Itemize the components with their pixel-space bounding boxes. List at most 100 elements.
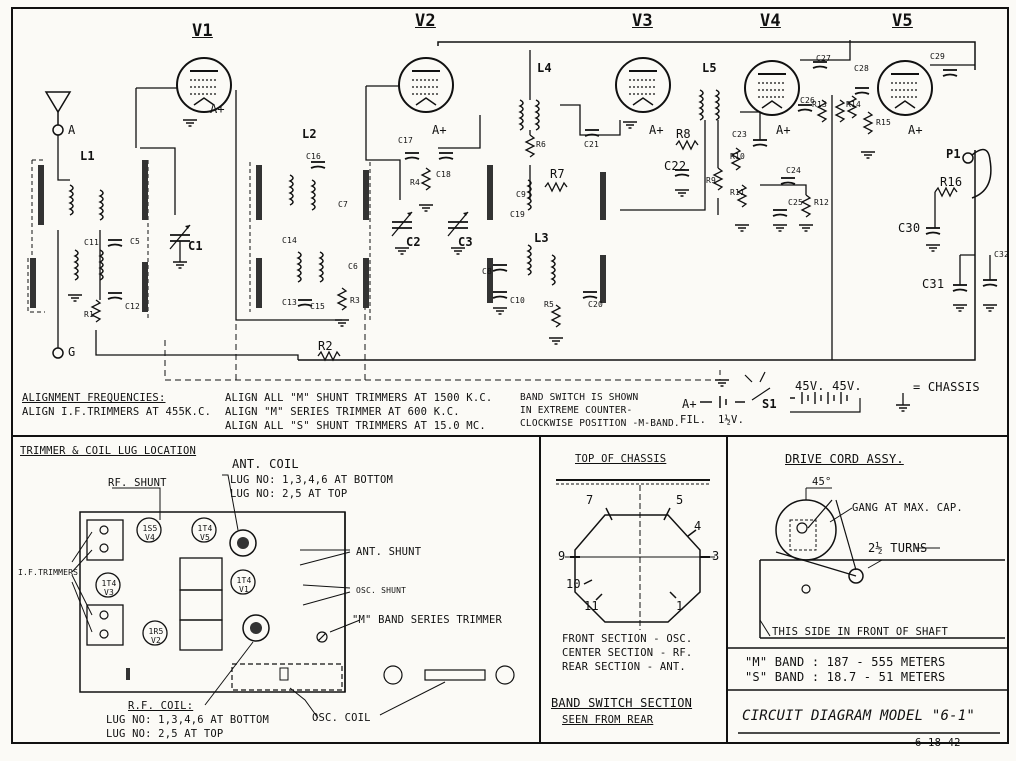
rf-lug-bottom: LUG NO: 1,3,4,6 AT BOTTOM bbox=[106, 714, 270, 726]
terminal-a-plus: A+ bbox=[210, 102, 225, 116]
coil-label: L1 bbox=[80, 149, 95, 163]
cap-label: C5 bbox=[130, 237, 141, 246]
cap-label: C21 bbox=[584, 140, 600, 149]
m-band-range: "M" BAND : 187 - 555 METERS bbox=[745, 655, 946, 669]
res-label: R11 bbox=[730, 188, 746, 197]
res-label: R12 bbox=[814, 198, 830, 207]
res-label: R9 bbox=[706, 176, 717, 185]
tube-label-v4: V4 bbox=[760, 11, 781, 31]
alignment-if: ALIGN I.F.TRIMMERS AT 455K.C. bbox=[22, 406, 212, 418]
cap-label: C12 bbox=[125, 302, 141, 311]
center-section-label: CENTER SECTION - RF. bbox=[562, 647, 693, 659]
lug-number: 3 bbox=[712, 549, 720, 563]
tube-label-v1: V1 bbox=[192, 21, 213, 41]
terminal-fil-volts: 1½V. bbox=[718, 414, 745, 426]
lug-number: 11 bbox=[584, 599, 599, 613]
alignment-m-shunt: ALIGN ALL "M" SHUNT TRIMMERS AT 1500 K.C… bbox=[225, 392, 493, 404]
res-label: R5 bbox=[544, 300, 555, 309]
cap-label: C8 bbox=[482, 267, 493, 276]
cap-label: C6 bbox=[348, 262, 359, 271]
cap-label: C32 bbox=[994, 250, 1010, 259]
cap-label: C10 bbox=[510, 296, 526, 305]
lug-number: 5 bbox=[676, 493, 684, 507]
cap-label: C29 bbox=[930, 52, 946, 61]
terminal-speaker: P1 bbox=[946, 147, 961, 161]
cap-label: C28 bbox=[854, 64, 870, 73]
front-section-label: FRONT SECTION - OSC. bbox=[562, 633, 693, 645]
tube-socket-label: 1T4 V3 bbox=[101, 579, 117, 597]
band-switch-note-3: CLOCKWISE POSITION -M-BAND. bbox=[520, 418, 680, 429]
cap-label: C30 bbox=[898, 221, 921, 235]
m-band-series-label: "M" BAND SERIES TRIMMER bbox=[352, 614, 502, 626]
battery-volts: 45V. 45V. bbox=[795, 379, 862, 393]
lug-number: 9 bbox=[558, 549, 566, 563]
cap-label: C16 bbox=[306, 152, 322, 161]
res-label: R10 bbox=[730, 152, 746, 161]
tube-socket-label: 1R5 V2 bbox=[148, 627, 164, 645]
ant-lug-bottom: LUG NO: 1,3,4,6 AT BOTTOM bbox=[230, 474, 394, 486]
terminal-a-plus: A+ bbox=[908, 123, 923, 137]
s-band-range: "S" BAND : 18.7 - 51 METERS bbox=[745, 670, 946, 684]
cap-label: C22 bbox=[664, 159, 687, 173]
cap-label: C7 bbox=[338, 200, 349, 209]
res-label: R15 bbox=[876, 118, 892, 127]
chassis-legend: = CHASSIS bbox=[913, 380, 980, 394]
res-label: R7 bbox=[550, 167, 565, 181]
cap-label: C17 bbox=[398, 136, 414, 145]
front-shaft-label: THIS SIDE IN FRONT OF SHAFT bbox=[772, 626, 949, 638]
cap-label: C26 bbox=[800, 96, 816, 105]
terminal-a-plus: A+ bbox=[649, 123, 664, 137]
cap-label: C3 bbox=[458, 235, 473, 249]
res-label: R1 bbox=[84, 310, 95, 319]
drive-cord-title: DRIVE CORD ASSY. bbox=[785, 452, 904, 466]
ant-shunt-label: ANT. SHUNT bbox=[356, 546, 422, 558]
cap-label: C31 bbox=[922, 277, 945, 291]
cap-label: C18 bbox=[436, 170, 452, 179]
res-label: R3 bbox=[350, 296, 361, 305]
tube-label-v2: V2 bbox=[415, 11, 436, 31]
osc-coil-label: OSC. COIL bbox=[312, 712, 371, 724]
tube-label-v3: V3 bbox=[632, 11, 653, 31]
cap-label: C2 bbox=[406, 235, 421, 249]
cap-label: C13 bbox=[282, 298, 298, 307]
band-switch-note-1: BAND SWITCH IS SHOWN bbox=[520, 392, 639, 403]
terminal-a-plus: A+ bbox=[776, 123, 791, 137]
ant-coil-label: ANT. COIL bbox=[232, 457, 299, 471]
band-switch-subtitle: SEEN FROM REAR bbox=[562, 714, 654, 726]
terminal-a-plus: A+ bbox=[682, 397, 697, 411]
band-switch-note-2: IN EXTREME COUNTER- bbox=[520, 405, 633, 416]
cap-label: C1 bbox=[188, 239, 203, 253]
lug-number: 4 bbox=[694, 519, 702, 533]
lug-number: 1 bbox=[676, 599, 684, 613]
res-label: R8 bbox=[676, 127, 691, 141]
cap-label: C20 bbox=[588, 300, 604, 309]
cap-label: C9 bbox=[516, 190, 527, 199]
diagram-title: CIRCUIT DIAGRAM MODEL "6-1" bbox=[742, 708, 975, 724]
diagram-date: 6-18-42 bbox=[915, 737, 961, 749]
coil-label: L3 bbox=[534, 231, 549, 245]
drive-cord-angle: 45° bbox=[812, 476, 832, 488]
cap-label: C23 bbox=[732, 130, 748, 139]
lug-number: 10 bbox=[566, 577, 581, 591]
alignment-m-series: ALIGN "M" SERIES TRIMMER AT 600 K.C. bbox=[225, 406, 460, 418]
ant-lug-top: LUG NO: 2,5 AT TOP bbox=[230, 488, 348, 500]
res-label: R6 bbox=[536, 140, 547, 149]
top-of-chassis-label: TOP OF CHASSIS bbox=[575, 453, 667, 465]
res-label: R16 bbox=[940, 175, 963, 189]
cap-label: C14 bbox=[282, 236, 298, 245]
band-switch-title: BAND SWITCH SECTION bbox=[551, 696, 693, 710]
res-label: R13 bbox=[812, 100, 828, 109]
coil-label: L5 bbox=[702, 61, 717, 75]
terminal-gnd: G bbox=[68, 345, 76, 359]
tube-label-v5: V5 bbox=[892, 11, 913, 31]
tube-socket-label: 1T4 V1 bbox=[236, 576, 252, 594]
cap-label: C19 bbox=[510, 210, 526, 219]
gang-label: GANG AT MAX. CAP. bbox=[852, 502, 963, 514]
rear-section-label: REAR SECTION - ANT. bbox=[562, 661, 686, 673]
coil-label: L2 bbox=[302, 127, 317, 141]
rf-lug-top: LUG NO: 2,5 AT TOP bbox=[106, 728, 224, 740]
terminal-ant: A bbox=[68, 123, 76, 137]
turns-label: 2½ TURNS bbox=[868, 541, 928, 555]
rf-shunt-label: RF. SHUNT bbox=[108, 477, 167, 489]
